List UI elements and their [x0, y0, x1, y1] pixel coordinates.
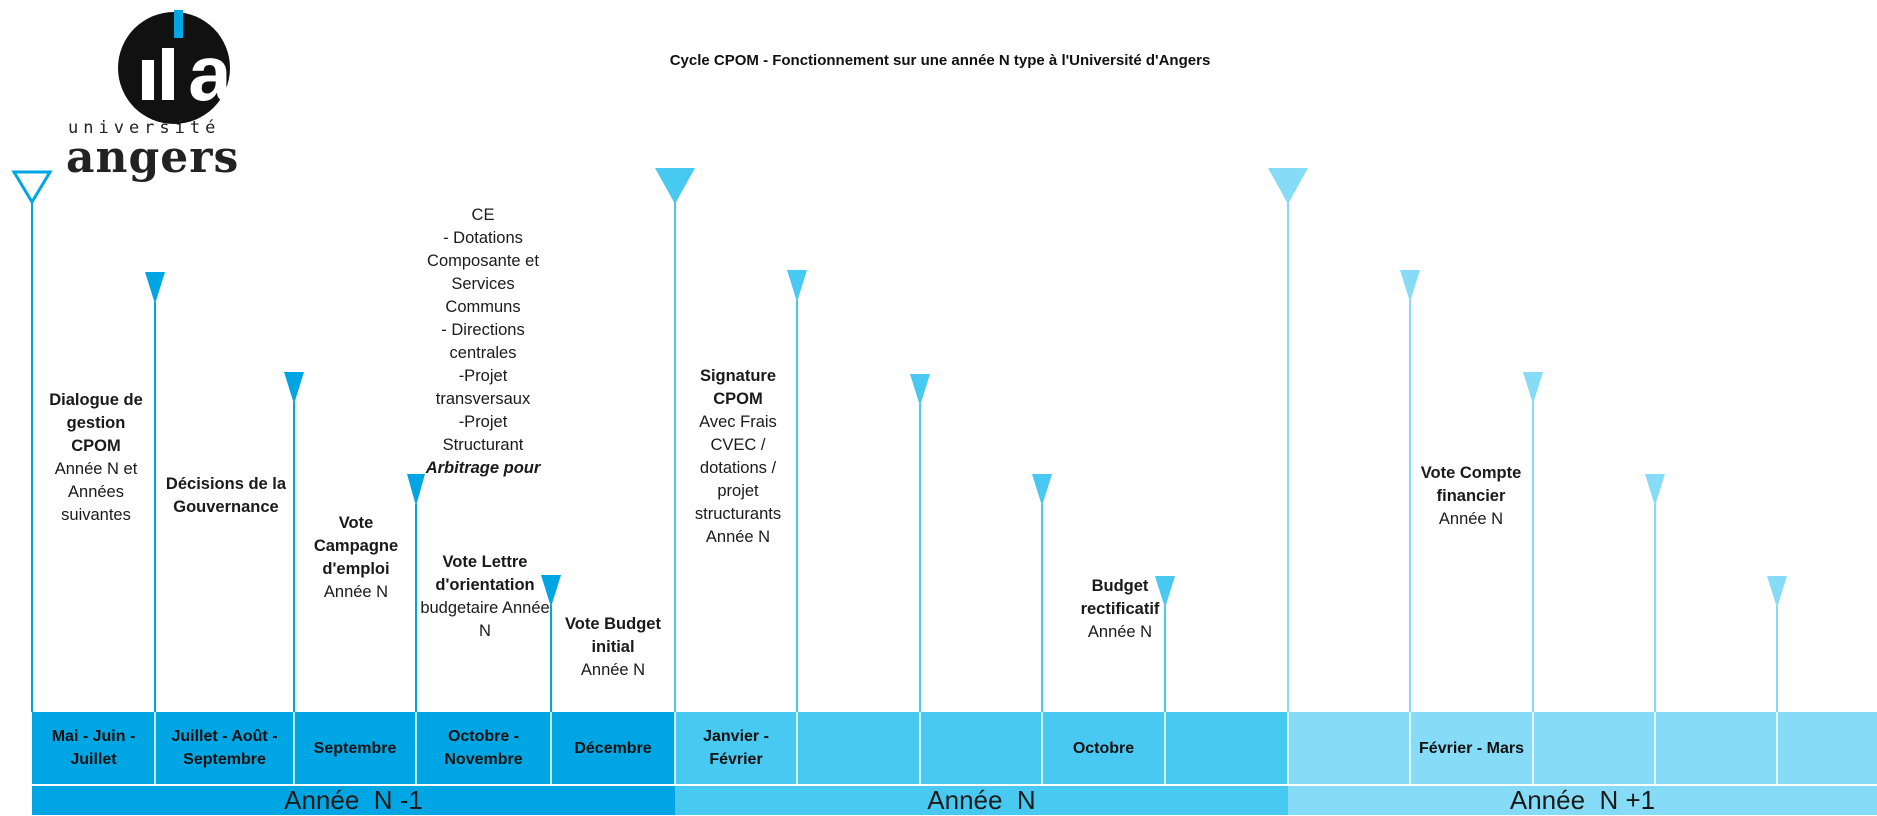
- logo-letter-a: a: [188, 29, 232, 117]
- month-label: Décembre: [574, 739, 652, 757]
- milestone-marker: [1032, 474, 1052, 506]
- event-title: Vote Lettre d'orientation: [435, 553, 535, 594]
- month-label: Juillet - Août - Septembre: [171, 728, 278, 768]
- milestone-marker: [1155, 576, 1175, 608]
- event-detail: Année N: [323, 583, 389, 601]
- month-label: Mai - Juin - Juillet: [51, 728, 136, 768]
- milestone-marker: [910, 374, 930, 406]
- event-campagne-emploi: Vote Campagne d'emploi Année N: [296, 512, 416, 604]
- month-cell: [32, 712, 155, 784]
- month-cell: [1165, 712, 1288, 784]
- month-label: Janvier - Février: [703, 728, 769, 768]
- month-cell: [416, 712, 551, 784]
- milestone-marker: [1400, 270, 1420, 302]
- milestone-marker: [11, 170, 53, 205]
- event-budget-initial: Vote Budget initial Année N: [565, 613, 661, 682]
- month-cell: [797, 712, 920, 784]
- event-compte-financier: Vote Compte financier Année N: [1416, 462, 1526, 531]
- event-line: -Projet transversaux: [435, 367, 531, 408]
- event-lettre-orientation: Vote Lettre d'orientation budgetaire Ann…: [418, 551, 552, 643]
- year-bar: [675, 786, 1288, 815]
- logo-accent-bar: [174, 10, 183, 38]
- month-cell: [294, 712, 416, 784]
- event-detail: Année N: [580, 661, 646, 679]
- event-detail: budgetaire Année N: [420, 599, 550, 640]
- event-emphasis: Arbitrage pour: [425, 459, 541, 477]
- month-cell: [920, 712, 1042, 784]
- logo-text-universite: université: [68, 118, 221, 138]
- logo-letter-u-left: [142, 60, 154, 100]
- milestone-marker: [407, 474, 425, 506]
- year-label: Année N -1: [284, 785, 423, 815]
- year-label: Année N: [927, 785, 1036, 815]
- year-bar: [32, 786, 675, 815]
- month-cell: [155, 712, 294, 784]
- event-line: - Directions centrales: [441, 321, 525, 362]
- event-title: Décisions de la Gouvernance: [165, 475, 287, 516]
- month-cell: [551, 712, 675, 784]
- milestone-marker: [145, 272, 165, 304]
- milestone-marker: [284, 372, 304, 404]
- event-detail: Année N: [1087, 623, 1153, 641]
- milestone-marker: [655, 168, 695, 204]
- milestone-marker: [1268, 168, 1308, 204]
- logo-text-angers: angers: [66, 132, 240, 183]
- event-line: - Dotations Composante et Services Commu…: [427, 229, 539, 316]
- month-label: Octobre - Novembre: [444, 728, 523, 768]
- month-cell: [1042, 712, 1165, 784]
- event-ce-arbitrage: CE - Dotations Composante et Services Co…: [418, 204, 548, 480]
- milestone-marker: [787, 270, 807, 302]
- event-detail: Avec Frais CVEC / dotations / projet str…: [694, 413, 782, 546]
- milestone-marker: [1645, 474, 1665, 506]
- university-logo: a: [118, 10, 232, 124]
- month-cell: [1655, 712, 1777, 784]
- month-cell: [1288, 712, 1410, 784]
- page-title: Cycle CPOM - Fonctionnement sur une anné…: [669, 52, 1211, 69]
- year-bar: [1288, 786, 1877, 815]
- month-label: Février - Mars: [1419, 739, 1524, 757]
- event-budget-rectificatif: Budget rectificatif Année N: [1062, 575, 1178, 644]
- event-title: Vote Compte financier: [1420, 464, 1522, 505]
- month-cell: [1777, 712, 1877, 784]
- event-title: Vote Campagne d'emploi: [313, 514, 399, 578]
- event-title: Dialogue de gestion CPOM: [49, 391, 143, 455]
- event-detail: Année N et Années suivantes: [54, 460, 138, 524]
- milestone-marker: [541, 575, 561, 607]
- month-cell: [1410, 712, 1533, 784]
- month-label: Octobre: [1072, 739, 1135, 757]
- event-title: Signature CPOM: [699, 367, 777, 408]
- event-title: Vote Budget initial: [565, 615, 661, 656]
- milestone-marker: [1523, 372, 1543, 404]
- event-signature-cpom: Signature CPOM Avec Frais CVEC / dotatio…: [680, 365, 796, 549]
- event-title: Budget rectificatif: [1080, 577, 1160, 618]
- month-cell: [675, 712, 797, 784]
- month-label: Septembre: [313, 739, 397, 757]
- event-detail: Année N: [1438, 510, 1504, 528]
- event-intro: CE: [471, 206, 495, 224]
- milestone-marker: [1767, 576, 1787, 608]
- event-line: -Projet Structurant: [442, 413, 524, 454]
- event-decisions-gouvernance: Décisions de la Gouvernance: [160, 473, 292, 519]
- event-dialogue-gestion: Dialogue de gestion CPOM Année N et Anné…: [40, 389, 152, 527]
- year-label: Année N +1: [1509, 785, 1656, 815]
- month-cell: [1533, 712, 1655, 784]
- logo-letter-u-right: [162, 48, 174, 100]
